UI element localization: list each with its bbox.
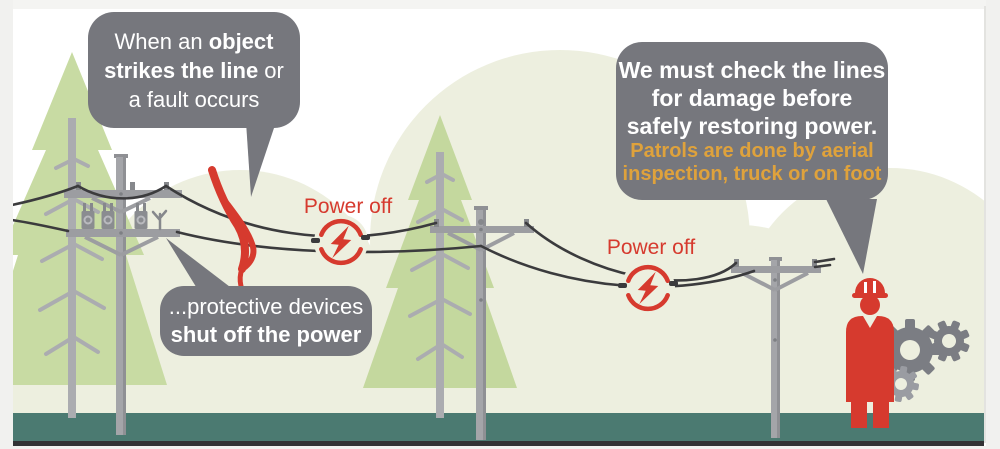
- bubble-restore-bold2: for damage before: [651, 85, 853, 111]
- speech-bubble-tails: [166, 122, 877, 290]
- bubble-tail-restore: [826, 199, 877, 274]
- bubble-restore-sub2: inspection, truck or on foot: [622, 163, 882, 185]
- lightning-bolt-icon: [618, 261, 678, 315]
- bubble-restore-sub1: Patrols are done by aerial: [630, 140, 874, 162]
- bubble-strike-line1-bold: object: [208, 28, 274, 54]
- gear-icon: [928, 320, 970, 362]
- hard-hat-icon: [852, 278, 888, 298]
- tree-branches: [408, 171, 472, 361]
- bubble-strike-line1-pre: When an: [114, 28, 209, 54]
- bubble-tail-protective: [166, 238, 234, 290]
- bubble-tail-strike: [246, 122, 276, 197]
- bubble-protective-line1: ...protective devices: [168, 294, 364, 319]
- protective-devices: [81, 203, 168, 231]
- speech-bubble-protective-devices: ...protective devices shut off the power: [160, 286, 372, 356]
- power-off-label-right: Power off: [606, 236, 696, 259]
- lightning-bolt-icon: [311, 215, 370, 269]
- page-margin-top: [0, 0, 1000, 9]
- page-margin-left: [0, 0, 13, 449]
- page-margin-bottom: [0, 446, 1000, 449]
- worker-figure: [846, 278, 894, 428]
- utility-pole-right: [731, 257, 821, 438]
- page-margin-right: [986, 0, 1000, 449]
- tree-branches: [38, 156, 106, 356]
- speech-bubble-check-lines: We must check the lines for damage befor…: [616, 42, 888, 200]
- ground-strip: [0, 413, 1000, 443]
- speech-bubble-object-strike: When an object strikes the line or a fau…: [88, 12, 300, 128]
- bubble-restore-bold1: We must check the lines: [618, 57, 886, 83]
- bubble-strike-line3: a fault occurs: [128, 86, 260, 112]
- bubble-restore-bold3: safely restoring power.: [626, 113, 878, 139]
- image-right-edge: [984, 6, 986, 443]
- image-bottom-shadow: [8, 441, 984, 446]
- worker-body: [846, 316, 894, 402]
- worker-collar: [863, 316, 877, 328]
- bubble-protective-line2: shut off the power: [170, 322, 362, 347]
- power-off-label-left: Power off: [303, 195, 393, 218]
- bubble-strike-line2-post: or: [258, 57, 284, 83]
- worker-head: [860, 295, 880, 315]
- bubble-strike-line2-bold: strikes the line: [104, 57, 259, 83]
